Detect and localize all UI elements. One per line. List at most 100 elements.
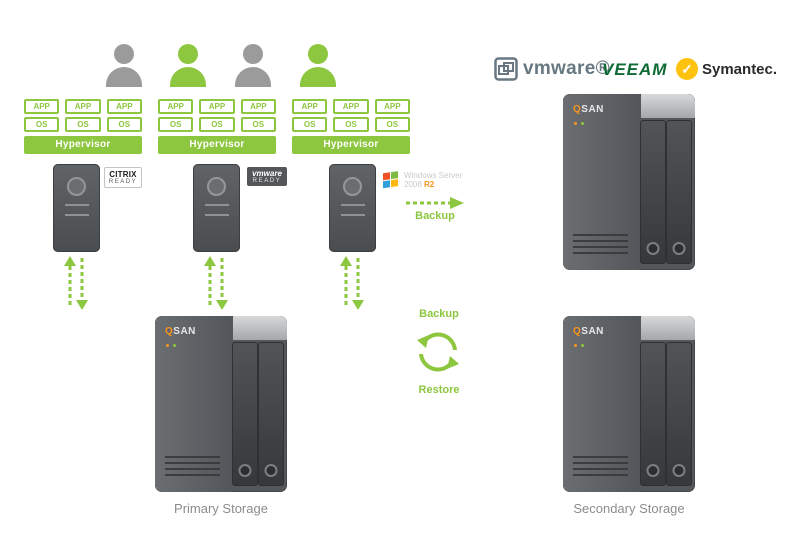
symantec-logo-text: Symantec. <box>702 60 778 78</box>
nas-front-panel: QSAN <box>563 316 640 492</box>
app-box: APP <box>24 99 60 114</box>
backup-label-mid: Backup <box>419 308 459 320</box>
server-vent <box>204 204 229 206</box>
vm-stack: APP OS <box>158 99 194 135</box>
secondary-storage-label: Secondary Storage <box>573 501 685 516</box>
user-head-icon <box>243 44 263 64</box>
windows-flag-icon <box>383 171 400 190</box>
user-icon <box>233 44 273 92</box>
server-tower <box>53 164 100 252</box>
user-torso-icon <box>170 67 206 87</box>
primary-storage-label: Primary Storage <box>174 501 268 516</box>
vmware-ready-line2: READY <box>252 178 282 184</box>
vm-stack: APP OS <box>65 99 101 135</box>
citrix-ready-line1: CITRIX <box>109 170 137 179</box>
app-box: APP <box>106 99 142 114</box>
hypervisor-bar: Hypervisor <box>158 136 276 154</box>
windows-server-text: Windows Server 2008 R2 <box>404 171 463 189</box>
hypervisor-bar: Hypervisor <box>292 136 410 154</box>
os-box: OS <box>158 117 194 132</box>
nas-vents <box>573 234 628 258</box>
user-torso-icon <box>106 67 142 87</box>
app-box: APP <box>199 99 235 114</box>
server-vent <box>204 214 229 216</box>
drive-bay <box>640 120 666 264</box>
app-box: APP <box>240 99 276 114</box>
power-button-icon <box>343 177 362 196</box>
power-button-icon <box>67 177 86 196</box>
nas-top-cap <box>232 316 287 340</box>
backup-label-top: Backup <box>415 210 455 222</box>
nas-front-panel: QSAN <box>563 94 640 270</box>
backup-restore-cycle-icon <box>417 332 459 372</box>
nas-top-cap <box>640 316 695 340</box>
bidirectional-arrow <box>340 256 364 310</box>
app-box: APP <box>158 99 194 114</box>
os-box: OS <box>374 117 410 132</box>
user-head-icon <box>178 44 198 64</box>
user-torso-icon <box>300 67 336 87</box>
app-box: APP <box>374 99 410 114</box>
veeam-logo: VEEAM <box>602 60 667 80</box>
vm-stack: APP OS <box>199 99 235 135</box>
os-box: OS <box>199 117 235 132</box>
vmware-boxes-icon <box>494 57 518 81</box>
citrix-ready-badge: CITRIX READY <box>104 167 142 188</box>
restore-label: Restore <box>418 384 460 396</box>
bidirectional-arrow <box>64 256 88 310</box>
drive-screw-icon <box>238 464 252 477</box>
user-icon <box>298 44 338 92</box>
drive-screw-icon <box>264 464 278 477</box>
vmware-ready-line1: vmware <box>252 169 282 178</box>
windows-server-badge: Windows Server 2008 R2 <box>383 171 473 190</box>
drive-bay <box>258 342 284 486</box>
symantec-check-icon: ✓ <box>676 58 698 80</box>
vm-stack: APP OS <box>24 99 60 135</box>
user-icon <box>168 44 208 92</box>
vmware-logo-text: vmware® <box>523 58 610 79</box>
vm-stack: APP OS <box>374 99 410 135</box>
symantec-logo: ✓ Symantec. <box>676 58 777 80</box>
server-vent <box>64 204 89 206</box>
os-box: OS <box>24 117 60 132</box>
led-icon <box>581 122 584 125</box>
power-button-icon <box>207 177 226 196</box>
citrix-ready-line2: READY <box>108 179 138 185</box>
vm-cluster: APP OS APP OS APP OS <box>292 99 410 135</box>
nas-vents <box>165 456 220 480</box>
os-box: OS <box>65 117 101 132</box>
led-icon <box>574 122 577 125</box>
app-box: APP <box>65 99 101 114</box>
server-tower <box>193 164 240 252</box>
drive-screw-icon <box>672 464 686 477</box>
drive-bay <box>666 342 692 486</box>
user-head-icon <box>114 44 134 64</box>
nas-vents <box>573 456 628 480</box>
led-icon <box>581 344 584 347</box>
user-icon <box>104 44 144 92</box>
drive-bay <box>232 342 258 486</box>
qsan-logo: QSAN <box>573 326 604 337</box>
secondary-storage-device-bottom: QSAN <box>563 316 695 492</box>
nas-top-cap <box>640 94 695 118</box>
vm-cluster: APP OS APP OS APP OS <box>158 99 276 135</box>
user-torso-icon <box>235 67 271 87</box>
user-head-icon <box>308 44 328 64</box>
app-box: APP <box>292 99 328 114</box>
server-vent <box>64 214 89 216</box>
app-box: APP <box>333 99 369 114</box>
server-vent <box>340 204 365 206</box>
os-box: OS <box>333 117 369 132</box>
hypervisor-bar: Hypervisor <box>24 136 142 154</box>
windows-r2-text: R2 <box>424 179 435 189</box>
drive-screw-icon <box>672 242 686 255</box>
vmware-ready-badge: vmware READY <box>247 167 287 186</box>
primary-storage-device: QSAN <box>155 316 287 492</box>
drive-bay <box>640 342 666 486</box>
vm-stack: APP OS <box>333 99 369 135</box>
bidirectional-arrow <box>204 256 228 310</box>
server-tower <box>329 164 376 252</box>
